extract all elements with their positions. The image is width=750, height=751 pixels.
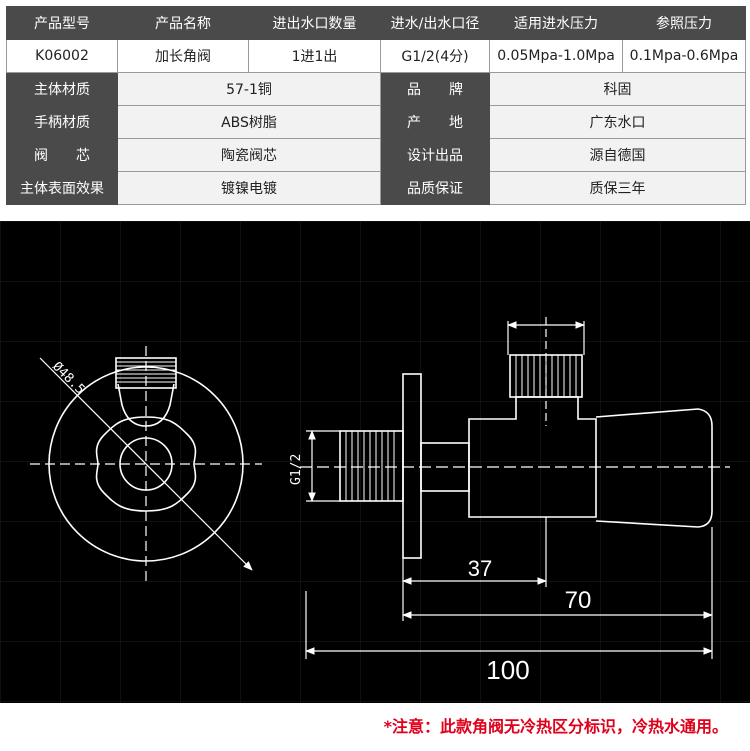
valve-body: [468, 396, 597, 518]
header-name: 产品名称: [117, 6, 249, 40]
value-name: 加长角阀: [117, 39, 249, 73]
spec-table: 产品型号 产品名称 进出水口数量 进水/出水口径 适用进水压力 参照压力 K06…: [6, 6, 746, 205]
header-model: 产品型号: [6, 6, 118, 40]
dim-70-label: 70: [565, 587, 592, 614]
spec-label: 阀 芯: [6, 138, 118, 172]
value-pressure: 0.05Mpa-1.0Mpa: [489, 39, 623, 73]
header-diameter: 进水/出水口径: [380, 6, 490, 40]
inlet-thread: [345, 431, 395, 501]
spec-value-row: K06002 加长角阀 1进1出 G1/2(4分) 0.05Mpa-1.0Mpa…: [6, 39, 746, 73]
spec-value: 57-1铜: [117, 72, 381, 106]
spec-value: 镀镍电镀: [117, 171, 381, 205]
spec-row: 阀 芯 陶瓷阀芯 设计出品 源自德国: [6, 138, 746, 172]
warning-note: *注意：此款角阀无冷热区分标识，冷热水通用。: [0, 703, 750, 751]
spec-value: 科固: [489, 72, 746, 106]
header-ports: 进出水口数量: [248, 6, 381, 40]
spec-value: 源自德国: [489, 138, 746, 172]
diameter-leader: [39, 357, 253, 571]
dimensions: [305, 321, 713, 659]
drawing-canvas: Ø48.5: [0, 221, 750, 703]
side-view: [300, 317, 730, 559]
spec-label: 主体表面效果: [6, 171, 118, 205]
grid-background: [0, 221, 750, 703]
dim-100-label: 100: [486, 655, 529, 685]
spec-row: 主体材质 57-1铜 品 牌 科固: [6, 72, 746, 106]
technical-drawing: Ø48.5: [0, 221, 750, 703]
spec-header-row: 产品型号 产品名称 进出水口数量 进水/出水口径 适用进水压力 参照压力: [6, 6, 746, 40]
thread-label: G1/2: [289, 454, 304, 485]
spec-row: 主体表面效果 镀镍电镀 品质保证 质保三年: [6, 171, 746, 205]
spec-label: 产 地: [380, 105, 490, 139]
outlet-fitting: [115, 357, 177, 389]
value-ports: 1进1出: [248, 39, 381, 73]
spec-label: 主体材质: [6, 72, 118, 106]
value-model: K06002: [6, 39, 118, 73]
spec-value: ABS树脂: [117, 105, 381, 139]
value-ref-pressure: 0.1Mpa-0.6Mpa: [622, 39, 746, 73]
front-view: [30, 346, 262, 581]
dim-37-label: 37: [468, 556, 492, 581]
spec-label: 手柄材质: [6, 105, 118, 139]
spec-value: 质保三年: [489, 171, 746, 205]
outlet-thread-side: [515, 355, 577, 397]
spec-value: 广东水口: [489, 105, 746, 139]
spec-value: 陶瓷阀芯: [117, 138, 381, 172]
spec-label: 设计出品: [380, 138, 490, 172]
header-ref-pressure: 参照压力: [622, 6, 746, 40]
spec-row: 手柄材质 ABS树脂 产 地 广东水口: [6, 105, 746, 139]
handle-side: [595, 408, 713, 528]
spec-label: 品质保证: [380, 171, 490, 205]
header-pressure: 适用进水压力: [489, 6, 623, 40]
value-diameter: G1/2(4分): [380, 39, 490, 73]
inlet-thread-body: [339, 430, 404, 502]
spec-label: 品 牌: [380, 72, 490, 106]
